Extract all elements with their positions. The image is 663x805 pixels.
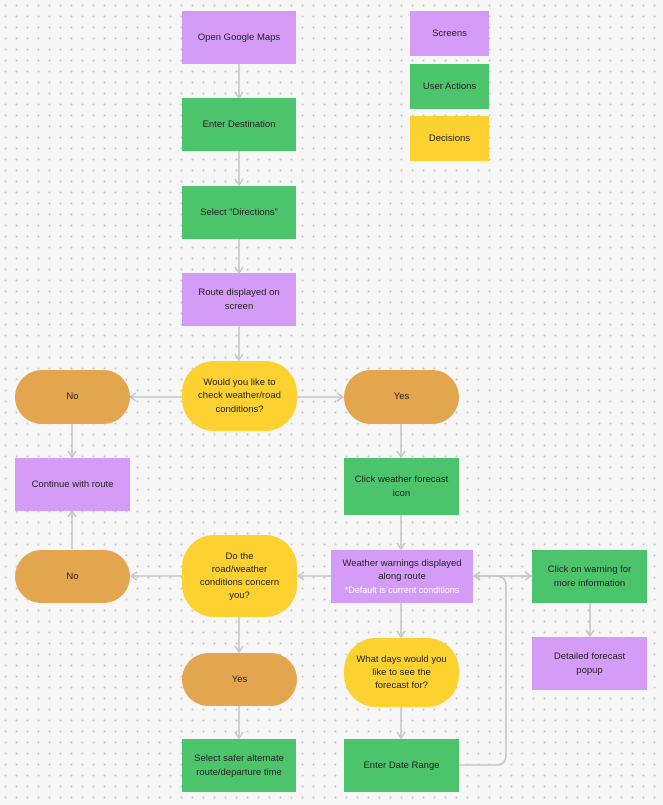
legend-decisions: Decisions: [410, 116, 489, 161]
node-select-safer-route-label: Select safer alternate route/departure t…: [194, 753, 284, 778]
node-select-safer-route: Select safer alternate route/departure t…: [182, 739, 296, 792]
node-click-on-warning: Click on warning for more information: [532, 550, 647, 603]
node-weather-warnings-displayed: Weather warnings displayed along route *…: [331, 550, 473, 603]
node-continue-with-route-label: Continue with route: [31, 478, 114, 490]
legend-decisions-label: Decisions: [428, 132, 471, 144]
node-open-google-maps-label: Open Google Maps: [197, 31, 281, 43]
node-answer-no-bottom-label: No: [66, 570, 79, 582]
node-which-days-label: What days would you like to see the fore…: [356, 653, 447, 692]
node-answer-yes-bottom: Yes: [182, 653, 297, 706]
node-check-conditions-decision: Would you like to check weather/road con…: [182, 361, 297, 431]
node-conditions-concern-decision: Do the road/weather conditions concern y…: [182, 535, 297, 617]
node-detailed-forecast-popup: Detailed forecast popup: [532, 637, 647, 690]
legend-screens: Screens: [410, 11, 489, 56]
node-answer-yes-bottom-label: Yes: [231, 673, 248, 685]
node-route-displayed-label: Route displayed on screen: [198, 287, 280, 312]
node-enter-date-range: Enter Date Range: [344, 739, 459, 792]
node-enter-destination-label: Enter Destination: [202, 118, 276, 130]
node-answer-no-bottom: No: [15, 550, 130, 603]
node-detailed-forecast-popup-label: Detailed forecast popup: [553, 651, 626, 676]
node-answer-no-top-label: No: [66, 391, 79, 403]
node-route-displayed: Route displayed on screen: [182, 273, 296, 326]
node-click-weather-forecast-icon: Click weather forecast icon: [344, 458, 459, 515]
node-check-conditions-label: Would you like to check weather/road con…: [198, 377, 281, 415]
node-continue-with-route: Continue with route: [15, 458, 130, 511]
node-which-days-decision: What days would you like to see the fore…: [344, 638, 459, 707]
node-select-directions-label: Select “Directions”: [200, 206, 278, 218]
node-weather-warnings-note: *Default is current conditions: [344, 584, 460, 595]
node-click-weather-forecast-icon-label: Click weather forecast icon: [354, 474, 449, 499]
legend-screens-label: Screens: [432, 27, 467, 39]
legend-user-actions-label: User Actions: [422, 80, 477, 92]
legend-user-actions: User Actions: [410, 64, 489, 109]
node-weather-warnings-label: Weather warnings displayed along route: [342, 557, 462, 582]
node-enter-date-range-label: Enter Date Range: [363, 759, 440, 771]
node-enter-destination: Enter Destination: [182, 98, 296, 151]
node-click-on-warning-label: Click on warning for more information: [547, 564, 632, 589]
node-open-google-maps: Open Google Maps: [182, 11, 296, 64]
node-conditions-concern-label: Do the road/weather conditions concern y…: [199, 550, 280, 602]
connector-date-range-to-warnings: [459, 571, 507, 766]
node-answer-yes-top: Yes: [344, 370, 459, 424]
node-answer-yes-top-label: Yes: [393, 391, 410, 403]
node-answer-no-top: No: [15, 370, 130, 424]
node-select-directions: Select “Directions”: [182, 186, 296, 239]
